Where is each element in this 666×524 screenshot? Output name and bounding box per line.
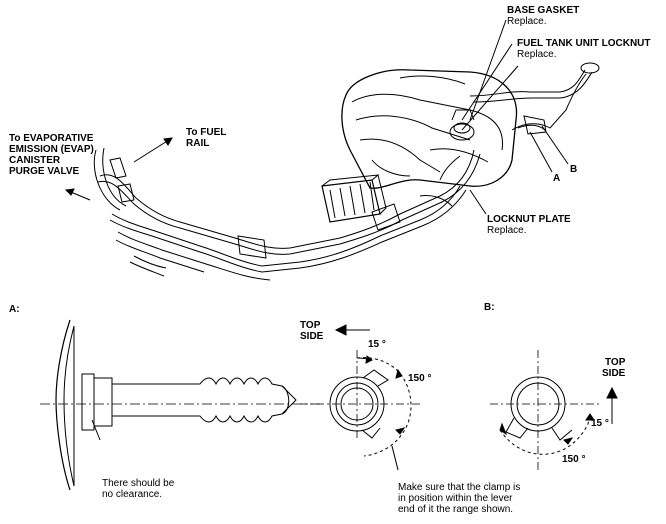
fuel-tank-unit-locknut-note: Replace. bbox=[517, 49, 557, 60]
angle-15-a: 15 ° bbox=[368, 339, 386, 350]
view-a-clamp bbox=[300, 350, 420, 471]
direction-arrows bbox=[64, 137, 173, 201]
view-a-label: A: bbox=[9, 304, 20, 315]
base-gasket-label: BASE GASKET bbox=[507, 5, 580, 16]
clearance-note-line-1: There should be bbox=[102, 478, 175, 489]
clamp-note-line-3: end of it the range shown. bbox=[398, 504, 514, 515]
fuel-tank bbox=[341, 69, 518, 189]
top-side-b-line-2: SIDE bbox=[602, 368, 626, 379]
fuel-lines bbox=[93, 147, 481, 281]
evap-label-line-2: EMISSION (EVAP) bbox=[9, 144, 94, 155]
leader-lines bbox=[461, 19, 569, 215]
fuel-rail-label-line-1: To FUEL bbox=[186, 127, 227, 138]
clamp-note-line-2: in position within the lever bbox=[398, 493, 513, 504]
evap-label-line-3: CANISTER bbox=[9, 155, 61, 166]
view-b-label: B: bbox=[484, 302, 495, 313]
evap-label-line-4: PURGE VALVE bbox=[9, 166, 80, 177]
evap-canister bbox=[321, 174, 387, 223]
callout-b: B bbox=[570, 164, 578, 175]
locknut-plate-note: Replace. bbox=[487, 225, 527, 236]
view-a-hose bbox=[40, 319, 320, 491]
angle-150-b: 150 ° bbox=[562, 454, 586, 465]
fuel-rail-label-line-2: RAIL bbox=[186, 138, 210, 149]
clamp-note-line-1: Make sure that the clamp is bbox=[398, 482, 521, 493]
evap-label-line-1: To EVAPORATIVE bbox=[9, 133, 94, 144]
top-side-b-line-1: TOP bbox=[605, 357, 626, 368]
callout-a: A bbox=[553, 173, 561, 184]
base-gasket-note: Replace. bbox=[507, 16, 547, 27]
fuel-tank-unit-locknut-label: FUEL TANK UNIT LOCKNUT bbox=[517, 38, 651, 49]
angle-150-a: 150 ° bbox=[408, 373, 432, 384]
view-b-top-arrow bbox=[606, 386, 618, 424]
view-b-clamp bbox=[490, 350, 600, 470]
locknut-plate-label: LOCKNUT PLATE bbox=[487, 214, 571, 225]
view-a-top-arrow bbox=[334, 324, 370, 336]
angle-15-b: 15 ° bbox=[591, 418, 609, 429]
top-side-a-line-2: SIDE bbox=[300, 331, 324, 342]
clearance-note-line-2: no clearance. bbox=[102, 489, 163, 500]
top-side-a-line-1: TOP bbox=[300, 320, 321, 331]
